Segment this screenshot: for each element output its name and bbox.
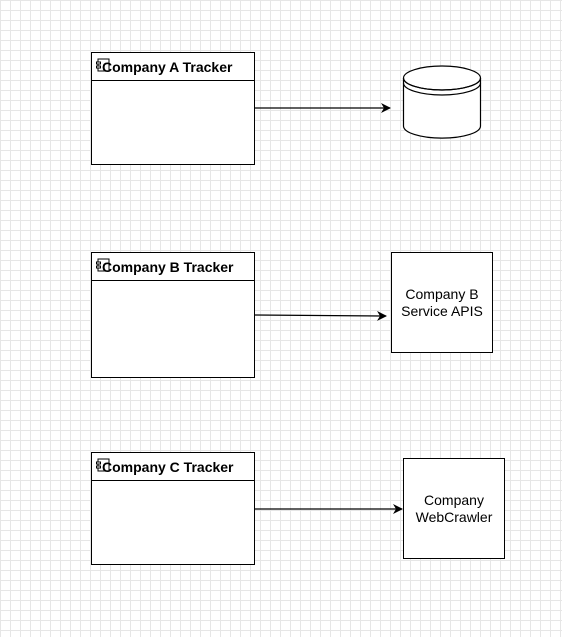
tracker-title: Company B Tracker [102,259,234,275]
tracker-company-b[interactable]: Company B Tracker [91,252,255,378]
tracker-title: Company C Tracker [102,459,234,475]
webcrawler-label: Company WebCrawler [415,491,493,525]
tracker-header: Company C Tracker [92,453,254,481]
tracker-title: Company A Tracker [102,59,233,75]
connector-arrow-b [254,310,387,321]
tracker-header: Company A Tracker [92,53,254,81]
database-icon[interactable] [402,64,482,140]
tracker-header: Company B Tracker [92,253,254,281]
service-apis-label: Company B Service APIS [401,285,483,319]
module-icon [96,458,110,472]
module-icon [96,258,110,272]
tracker-company-c[interactable]: Company C Tracker [91,452,255,565]
module-icon [96,58,110,72]
service-apis-box[interactable]: Company B Service APIS [391,252,493,353]
webcrawler-box[interactable]: Company WebCrawler [403,458,505,559]
tracker-company-a[interactable]: Company A Tracker [91,52,255,165]
